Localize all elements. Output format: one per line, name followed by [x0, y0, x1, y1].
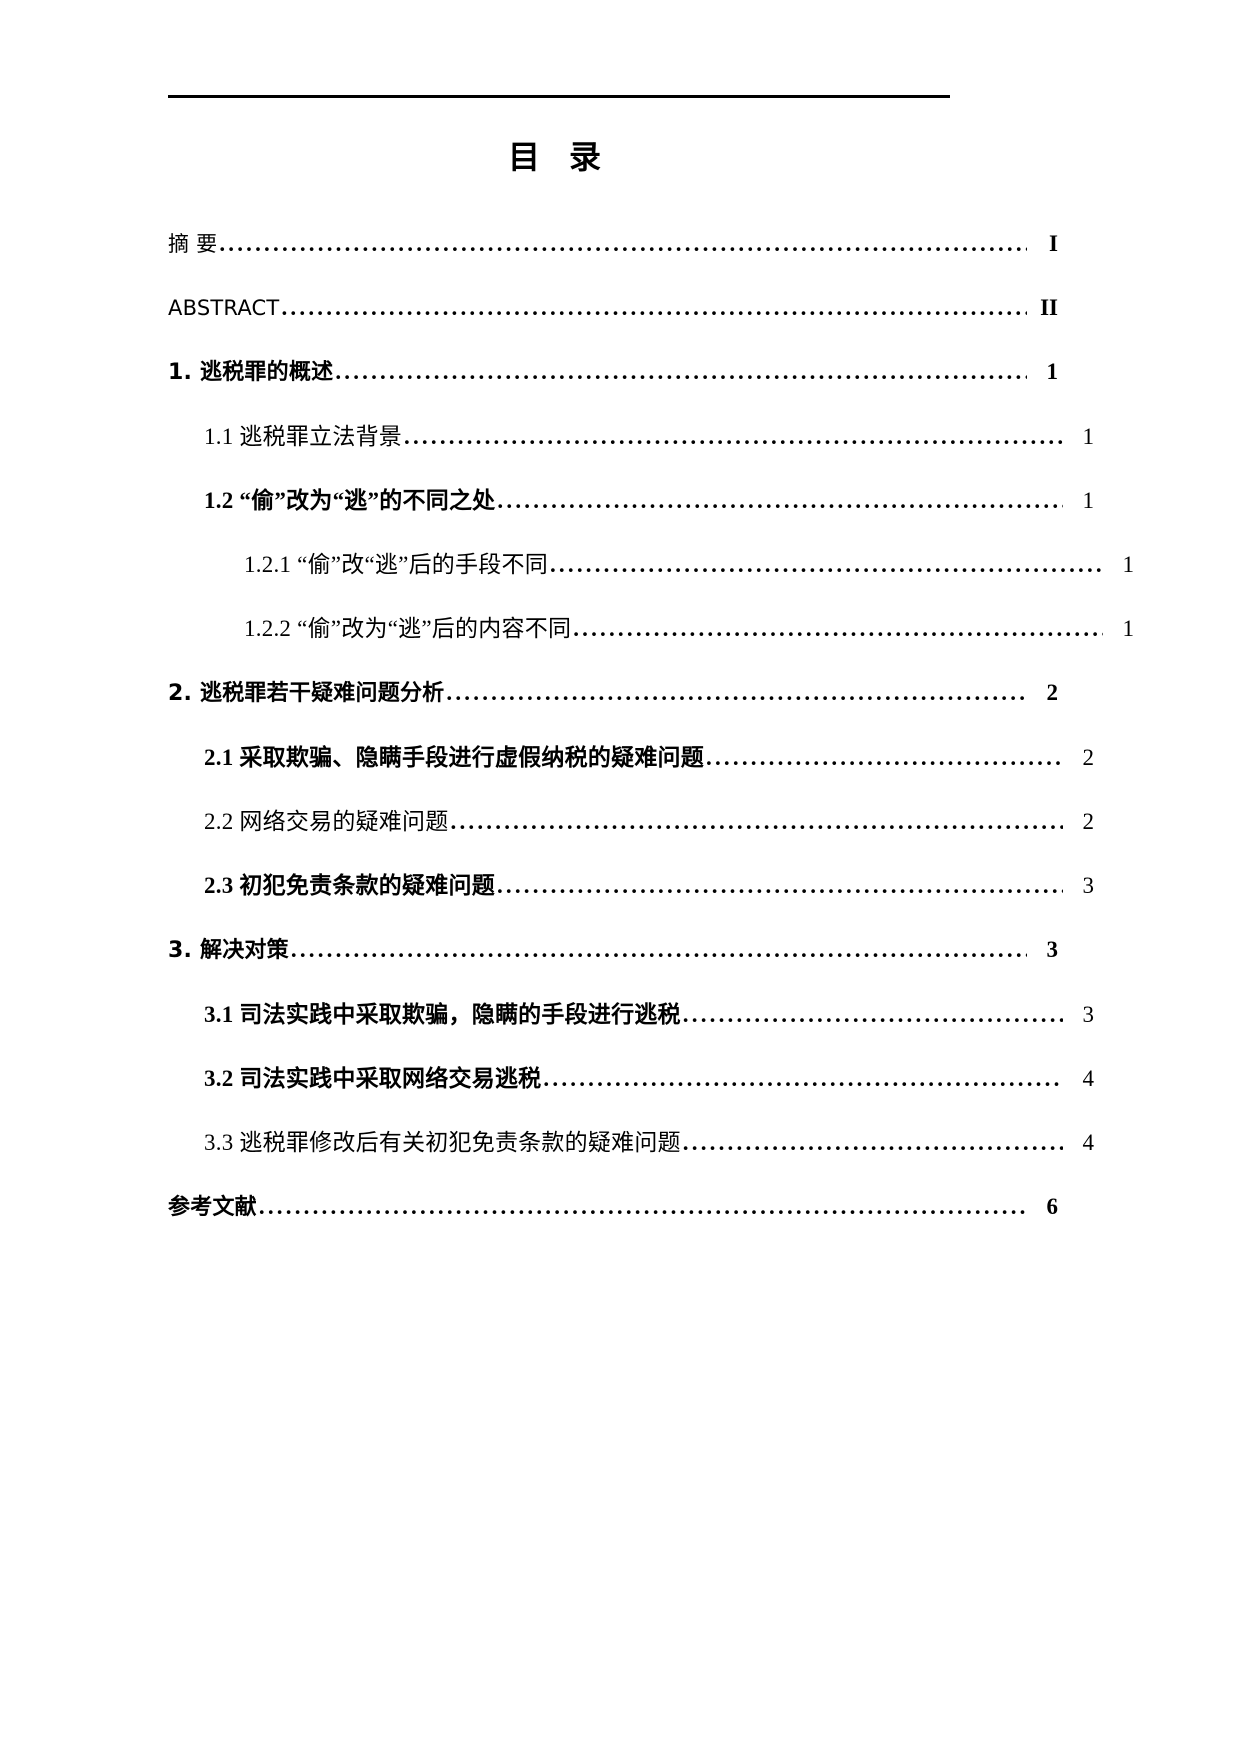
toc-entry-label: 1. 逃税罪的概述: [168, 360, 334, 385]
toc-entry-label: 3.2 司法实践中采取网络交易逃税: [204, 1066, 542, 1091]
toc-entry-label: 2.2 网络交易的疑难问题: [204, 809, 449, 834]
toc-entry-label: 1.2.1 “偷”改“逃”后的手段不同: [244, 552, 548, 577]
toc-leader-dots: [497, 874, 1063, 897]
toc-entry[interactable]: 参考文献 6: [168, 1195, 1058, 1219]
toc-entry-label: ABSTRACT: [168, 296, 280, 320]
toc-leader-dots: [706, 746, 1063, 769]
toc-entry-page-number: 1: [1122, 552, 1135, 577]
toc-entry-label: 参考文献: [168, 1195, 257, 1220]
header-rule: [168, 95, 950, 98]
toc-entry-page-number: 3: [1082, 873, 1095, 898]
toc-entry-label: 3. 解决对策: [168, 938, 289, 963]
toc-entry[interactable]: 1.2 “偷”改为“逃”的不同之处 1: [168, 489, 1094, 512]
toc-entry-page-number: 1: [1082, 488, 1095, 513]
toc-entry-label: 3.1 司法实践中采取欺骗，隐瞒的手段进行逃税: [204, 1002, 681, 1027]
toc-entry-page-number: 3: [1046, 937, 1059, 962]
table-of-contents: 摘 要IABSTRACTII1. 逃税罪的概述11.1 逃税罪立法背景11.2 …: [168, 232, 1134, 1260]
toc-entry-label: 1.2 “偷”改为“逃”的不同之处: [204, 488, 496, 513]
toc-leader-dots: [683, 1003, 1063, 1026]
toc-entry-label: 2.3 初犯免责条款的疑难问题: [204, 873, 495, 898]
toc-entry-label: 3.3 逃税罪修改后有关初犯免责条款的疑难问题: [204, 1130, 681, 1155]
toc-leader-dots: [550, 553, 1103, 576]
toc-entry-label: 2. 逃税罪若干疑难问题分析: [168, 681, 445, 706]
toc-entry-page-number: 2: [1082, 745, 1095, 770]
toc-leader-dots: [446, 681, 1027, 704]
toc-entry-page-number: 2: [1082, 809, 1095, 834]
toc-entry-page-number: 1: [1122, 616, 1135, 641]
toc-entry-page-number: 3: [1082, 1002, 1095, 1027]
toc-entry[interactable]: 2.2 网络交易的疑难问题 2: [168, 810, 1094, 833]
toc-entry-page-number: 4: [1082, 1066, 1095, 1091]
toc-entry-page-number: 1: [1082, 424, 1095, 449]
toc-leader-dots: [259, 1195, 1027, 1218]
toc-leader-dots: [451, 810, 1064, 833]
toc-leader-dots: [335, 360, 1027, 383]
toc-leader-dots: [219, 232, 1027, 255]
toc-entry[interactable]: 1.2.2 “偷”改为“逃”后的内容不同 1: [168, 617, 1134, 640]
toc-entry-page-number: 6: [1046, 1194, 1059, 1219]
toc-leader-dots: [404, 425, 1063, 448]
toc-entry-label: 1.1 逃税罪立法背景: [204, 424, 403, 449]
toc-leader-dots: [497, 489, 1063, 512]
toc-entry[interactable]: ABSTRACT II: [168, 296, 1058, 319]
toc-entry[interactable]: 2.1 采取欺骗、隐瞒手段进行虚假纳税的疑难问题 2: [168, 746, 1094, 769]
toc-entry[interactable]: 3.1 司法实践中采取欺骗，隐瞒的手段进行逃税 3: [168, 1003, 1094, 1026]
toc-leader-dots: [573, 617, 1103, 640]
toc-leader-dots: [281, 296, 1027, 319]
toc-entry-page-number: 1: [1046, 359, 1059, 384]
toc-entry[interactable]: 摘 要I: [168, 232, 1058, 255]
toc-leader-dots: [291, 938, 1027, 961]
toc-entry-label: 1.2.2 “偷”改为“逃”后的内容不同: [244, 616, 572, 641]
toc-entry-page-number: 2: [1046, 680, 1059, 705]
toc-entry[interactable]: 1.2.1 “偷”改“逃”后的手段不同 1: [168, 553, 1134, 576]
toc-entry[interactable]: 2.3 初犯免责条款的疑难问题 3: [168, 874, 1094, 897]
toc-entry[interactable]: 1.1 逃税罪立法背景 1: [168, 425, 1094, 448]
toc-entry[interactable]: 1. 逃税罪的概述 1: [168, 360, 1058, 384]
toc-entry-label: 2.1 采取欺骗、隐瞒手段进行虚假纳税的疑难问题: [204, 745, 705, 770]
toc-entry-page-number: 4: [1082, 1130, 1095, 1155]
toc-entry-page-number: I: [1049, 231, 1058, 256]
page-title: 目 录: [507, 138, 611, 176]
toc-entry-page-number: II: [1040, 295, 1058, 320]
toc-entry[interactable]: 3.2 司法实践中采取网络交易逃税 4: [168, 1067, 1094, 1090]
toc-entry[interactable]: 3. 解决对策 3: [168, 938, 1058, 962]
toc-leader-dots: [683, 1131, 1063, 1154]
toc-entry-label: 摘 要: [168, 232, 218, 256]
toc-entry[interactable]: 3.3 逃税罪修改后有关初犯免责条款的疑难问题 4: [168, 1131, 1094, 1154]
toc-leader-dots: [543, 1067, 1063, 1090]
toc-entry[interactable]: 2. 逃税罪若干疑难问题分析 2: [168, 681, 1058, 705]
